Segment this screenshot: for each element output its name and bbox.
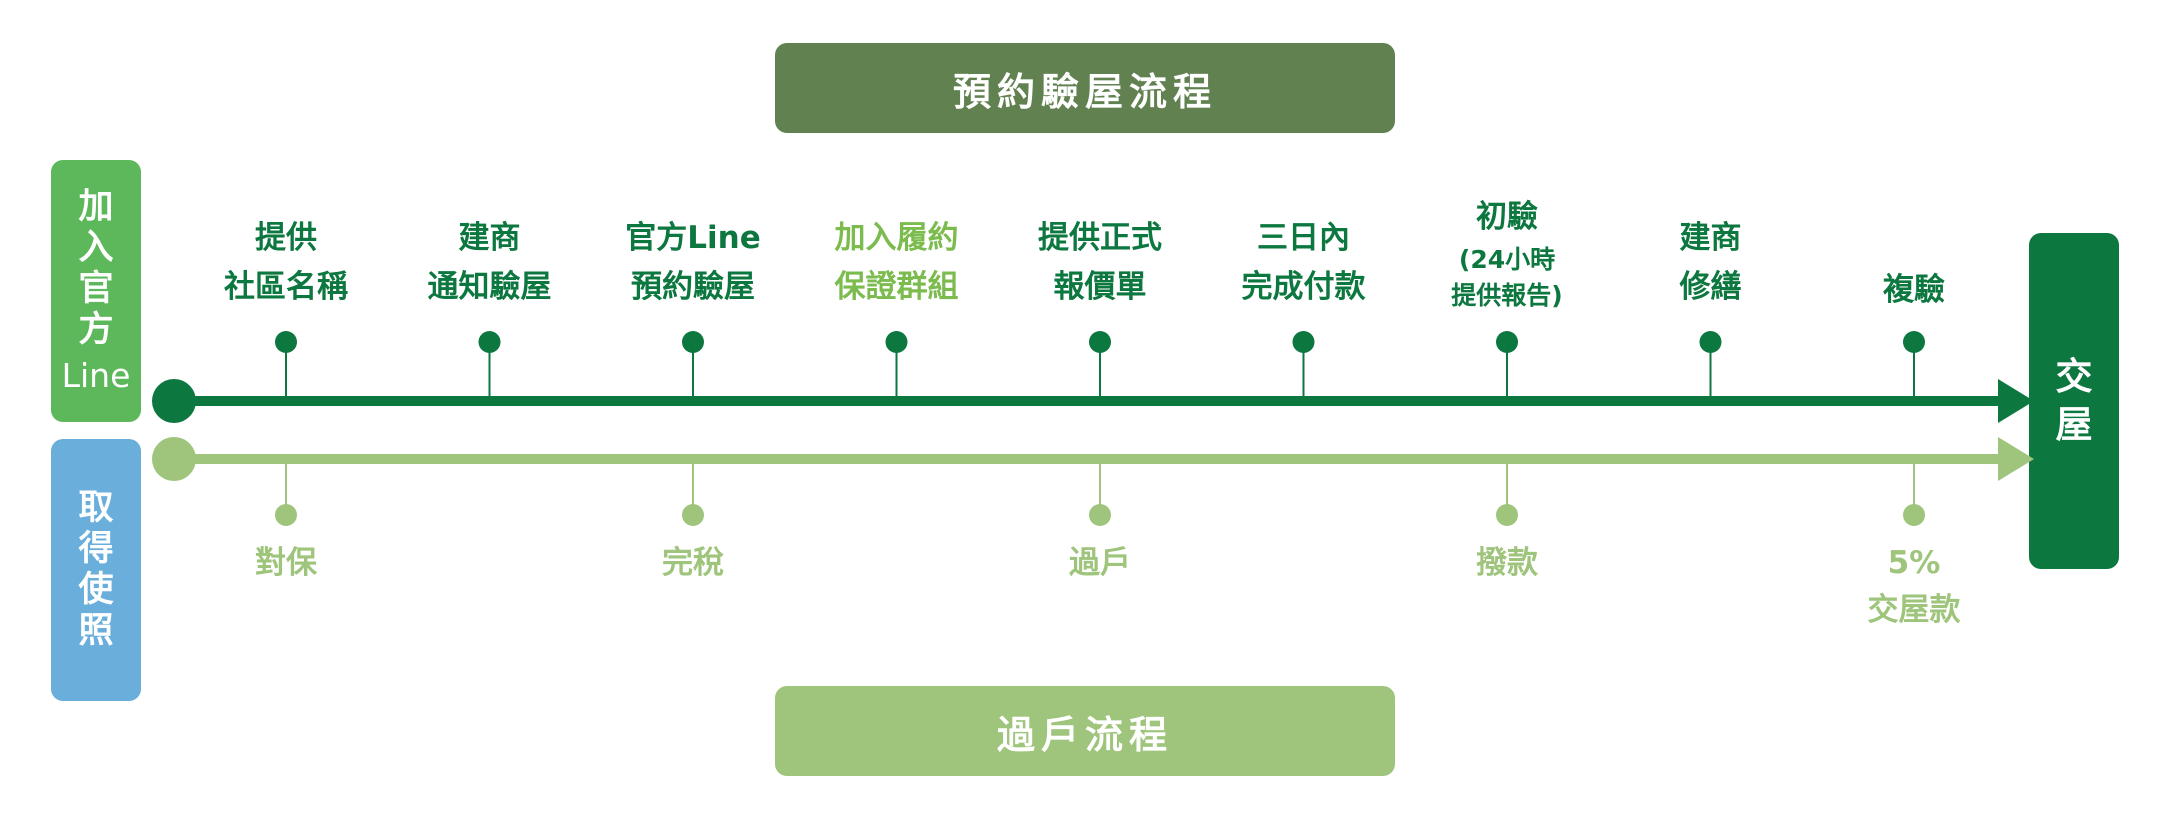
step-label-line: (24小時	[1458, 245, 1556, 274]
step-label-line: 建商	[458, 220, 521, 256]
transfer-label-line: 完稅	[662, 545, 724, 581]
step-label-line: 三日內	[1257, 220, 1350, 256]
step-dot	[478, 331, 501, 353]
step-dot	[1496, 331, 1518, 353]
step-label: 初驗 (24小時提供報告)	[1387, 193, 1627, 314]
obtain-permit-char: 得	[78, 529, 114, 569]
step-dot	[885, 331, 908, 353]
transfer-dot	[1089, 504, 1111, 526]
transfer-label: 過戶	[990, 540, 1210, 587]
step-label-line: 報價單	[1053, 269, 1147, 305]
inspection-start-dot	[152, 379, 196, 423]
step-dot	[682, 331, 704, 353]
transfer-title-banner: 過戶流程	[775, 686, 1395, 776]
step-label: 建商通知驗屋	[370, 214, 610, 312]
step-label-line: 提供	[255, 220, 317, 256]
transfer-dot	[682, 504, 704, 526]
join-line-char: 入	[78, 227, 114, 268]
step-dot	[1903, 331, 1925, 353]
step-label-line: 提供報告)	[1451, 281, 1563, 310]
step-label: 三日內完成付款	[1184, 214, 1424, 312]
transfer-dot	[1496, 504, 1518, 526]
transfer-label-line: 交屋款	[1867, 592, 1961, 628]
inspection-arrowhead	[1998, 379, 2034, 423]
obtain-permit-char: 取	[78, 488, 114, 528]
process-title: 預約驗屋流程	[952, 69, 1217, 114]
step-label-line: 官方Line	[625, 220, 761, 256]
join-line-char: 方	[78, 309, 114, 350]
step-label-line: 初驗	[1476, 199, 1538, 235]
step-label-line: 加入履約	[834, 220, 959, 256]
join-line-latin: Line	[61, 355, 131, 395]
transfer-start-dot	[152, 437, 196, 481]
transfer-label-line: 撥款	[1476, 545, 1538, 581]
step-label: 官方Line 預約驗屋	[573, 214, 813, 312]
step-label: 提供正式報價單	[980, 214, 1220, 312]
transfer-label: 撥款	[1397, 540, 1617, 587]
step-dot	[275, 331, 297, 353]
handover-char: 交	[2055, 355, 2093, 398]
transfer-label-line: 對保	[255, 545, 317, 581]
handover-char: 屋	[2055, 403, 2093, 446]
transfer-label: 對保	[176, 540, 396, 587]
step-label-line: 預約驗屋	[631, 269, 755, 305]
step-label-line: 完成付款	[1241, 269, 1366, 305]
transfer-label: 5% 交屋款	[1804, 540, 2024, 634]
transfer-label: 完稅	[583, 540, 803, 587]
step-label-line: 建商	[1679, 220, 1742, 256]
obtain-permit-char: 照	[78, 611, 114, 651]
step-dot	[1699, 331, 1722, 353]
transfer-dot	[1903, 504, 1925, 526]
join-line-box: 加 入 官 方 Line	[51, 160, 141, 422]
join-line-char: 加	[78, 186, 114, 227]
step-dot	[1292, 331, 1315, 353]
step-label: 建商修繕	[1591, 214, 1831, 312]
obtain-permit-char: 使	[78, 570, 114, 610]
step-label: 複驗	[1794, 266, 2034, 315]
transfer-dot	[275, 504, 297, 526]
step-label-line: 保證群組	[834, 269, 959, 305]
join-line-char: 官	[78, 268, 114, 309]
obtain-permit-box: 取 得 使 照	[51, 439, 141, 701]
step-label: 加入履約保證群組	[777, 214, 1017, 312]
step-label-line: 複驗	[1883, 272, 1945, 308]
step-label-line: 提供正式	[1038, 220, 1162, 256]
step-dot	[1089, 331, 1111, 353]
process-title-banner: 預約驗屋流程	[775, 43, 1395, 133]
step-label-line: 社區名稱	[224, 269, 348, 305]
step-label-line: 修繕	[1679, 269, 1742, 305]
transfer-arrowhead	[1998, 437, 2034, 481]
transfer-label-line: 過戶	[1069, 545, 1131, 581]
step-label-line: 通知驗屋	[427, 269, 552, 305]
transfer-title: 過戶流程	[996, 712, 1173, 757]
step-label: 提供社區名稱	[166, 214, 406, 312]
handover-box: 交 屋	[2029, 233, 2119, 569]
transfer-label-line: 5%	[1887, 545, 1941, 581]
